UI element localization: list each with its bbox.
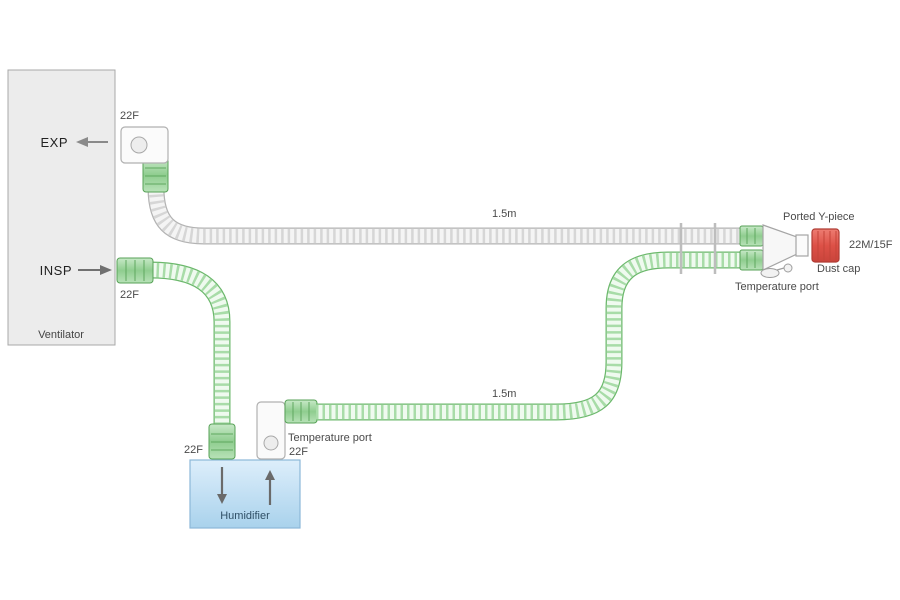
dust-cap-body [811, 228, 840, 263]
insp-connector: 22F [116, 257, 154, 301]
exp-tube-body [148, 187, 744, 244]
y-piece: Ported Y-piece 22M/15F Dust cap Temperat… [735, 211, 893, 293]
ventilator-box [7, 69, 116, 346]
exp-arrow-icon [76, 137, 108, 147]
y-piece-label: Ported Y-piece [783, 211, 855, 223]
exp-tube [147, 187, 744, 245]
insp-limb-outline [316, 251, 742, 421]
y-bottom-green-cuff [739, 249, 764, 271]
humidifier-out-arrow-icon [265, 470, 275, 505]
humidifier-in-arrow-icon [217, 467, 227, 504]
humidifier: Humidifier [189, 459, 301, 529]
y-piece-body [762, 224, 798, 271]
exp-port-size-label: 22F [120, 110, 139, 122]
humidifier-label: Humidifier [220, 510, 270, 522]
ventilator: Ventilator EXP INSP [7, 69, 116, 346]
patient-connector-size-label: 22M/15F [849, 239, 893, 251]
insp-tube-ribs [149, 262, 230, 426]
exp-elbow-connector: 22F [120, 110, 169, 193]
humidifier-temp-port-hole [263, 435, 279, 451]
insp-limb-body [316, 252, 742, 420]
y-temp-port-plug [783, 263, 793, 273]
insp-port-size-label: 22F [120, 289, 139, 301]
insp-label: INSP [40, 263, 72, 278]
y-temp-port-cap [760, 268, 780, 278]
humidifier-inlet-size-label: 22F [184, 444, 203, 456]
ventilator-label: Ventilator [38, 329, 84, 341]
insp-limb-tube [316, 251, 742, 421]
exp-label: EXP [40, 135, 68, 150]
insp-tube-body [149, 262, 230, 426]
y-top-green-cuff [739, 225, 764, 247]
dust-cap-label: Dust cap [817, 263, 860, 275]
insp-limb-ribs [316, 252, 742, 420]
humidifier-outlet-elbow: Temperature port 22F [256, 401, 372, 460]
exp-tube-length-label: 1.5m [492, 208, 516, 220]
humidifier-inlet-connector: 22F [184, 423, 236, 460]
humidifier-outlet-connector [284, 399, 318, 424]
humidifier-temp-port-label: Temperature port [288, 432, 372, 444]
y-temp-port-label: Temperature port [735, 281, 819, 293]
insp-arrow-icon [78, 265, 112, 275]
y-temperature-port [760, 263, 793, 278]
humidifier-box [189, 459, 301, 529]
y-piece-patient-port [795, 234, 809, 257]
dust-cap [811, 228, 840, 263]
insp-tube-length-label: 1.5m [492, 388, 516, 400]
insp-tube [149, 261, 231, 426]
exp-elbow-port [130, 136, 148, 154]
humidifier-outlet-size-label: 22F [289, 446, 308, 458]
